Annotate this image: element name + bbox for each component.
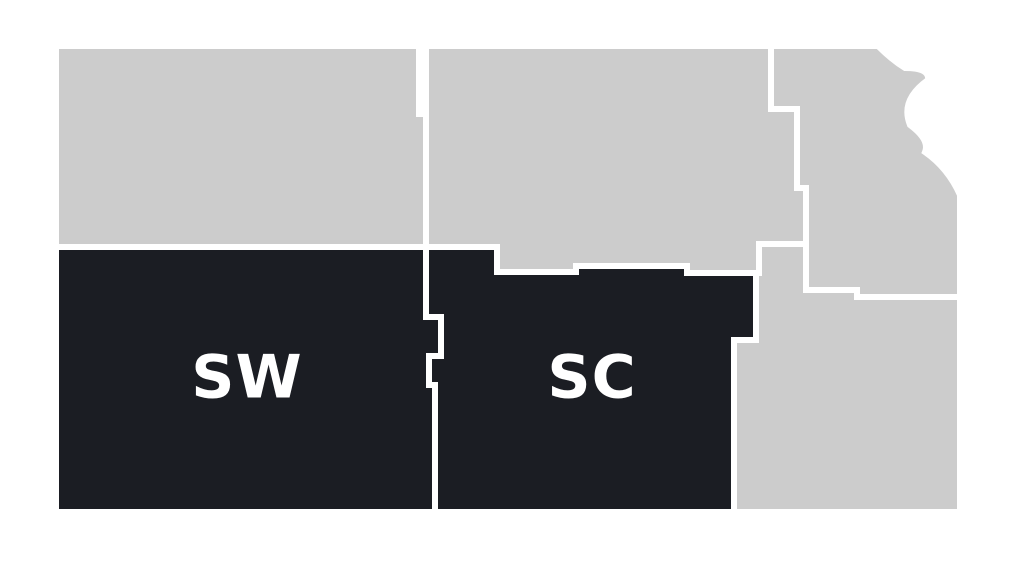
region-label-sc: SC [547,343,636,413]
region-se[interactable] [731,241,963,515]
region-label-sw: SW [191,343,302,413]
region-nc[interactable] [423,43,809,276]
region-ne[interactable] [768,43,963,300]
region-nw[interactable] [53,43,429,250]
